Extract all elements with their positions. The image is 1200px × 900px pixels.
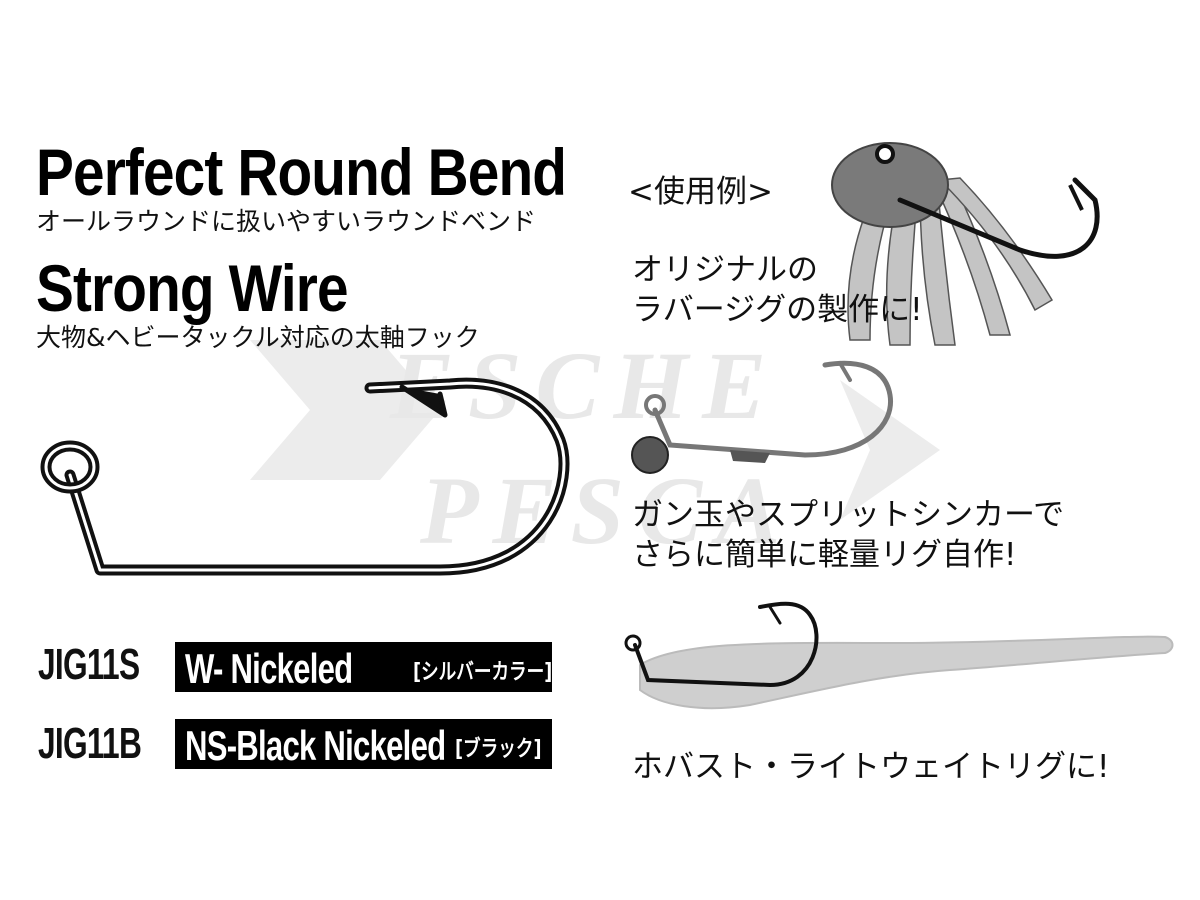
variant-color: [ブラック]	[455, 737, 542, 762]
subtitle-strong-wire: 大物&ヘビータックル対応の太軸フック	[36, 323, 480, 352]
variant-finish-bar: NS-Black Nickeled [ブラック]	[175, 719, 552, 769]
headline-perfect-round-bend: Perfect Round Bend	[36, 135, 567, 209]
subtitle-round-bend: オールラウンドに扱いやすいラウンドベンド	[36, 207, 537, 236]
usage-label: <使用例>	[628, 174, 773, 210]
jig-hook-icon	[40, 377, 570, 576]
usage-caption-1-line2: ラバージグの製作に!	[632, 292, 923, 328]
headline-strong-wire: Strong Wire	[36, 251, 349, 325]
usage-caption-2-line1: ガン玉やスプリットシンカーで	[632, 497, 1065, 533]
rubber-jig-icon	[831, 142, 1100, 346]
variant-finish: W- Nickeled	[185, 645, 353, 692]
watermark-text-2: PESCA	[420, 457, 795, 564]
watermark-logo-icon	[250, 340, 940, 520]
variant-finish-bar: W- Nickeled [シルバーカラー]	[175, 642, 552, 692]
variant-code: JIG11S	[38, 640, 140, 689]
usage-caption-1-line1: オリジナルの	[632, 252, 818, 288]
variant-color: [シルバーカラー]	[413, 660, 553, 685]
split-shot-rig-icon	[631, 360, 894, 474]
usage-caption-2-line2: さらに簡単に軽量リグ自作!	[632, 537, 1017, 573]
variant-code: JIG11B	[38, 719, 142, 768]
soft-worm-rig-icon	[624, 601, 1174, 710]
usage-caption-3: ホバスト・ライトウェイトリグに!	[632, 749, 1110, 785]
variant-finish: NS-Black Nickeled	[185, 722, 446, 769]
